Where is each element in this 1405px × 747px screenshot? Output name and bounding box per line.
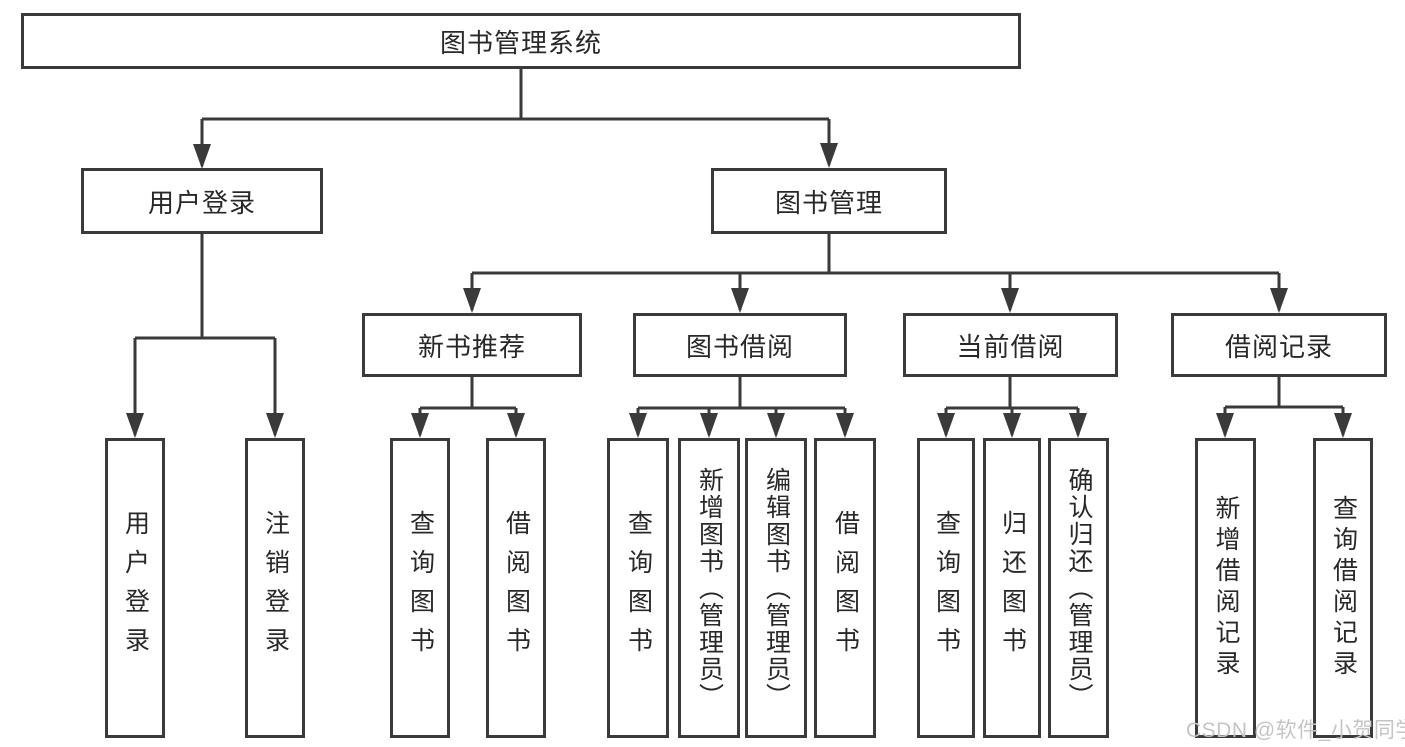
leaf-bb-query-books-label: 查询图书	[624, 510, 653, 666]
leaf-nb-borrow-books: 借阅图书	[486, 438, 546, 738]
node-book-borrowing: 图书借阅	[633, 313, 847, 377]
leaf-nb-borrow-books-label: 借阅图书	[502, 510, 531, 666]
arrowheads	[126, 143, 1352, 438]
leaf-logout-label: 注销登录	[261, 510, 290, 666]
leaf-user-login: 用户登录	[105, 438, 165, 738]
connector-book-management	[470, 234, 1281, 310]
leaf-nb-query-books-label: 查询图书	[406, 510, 435, 666]
leaf-br-add-record: 新增借阅记录	[1195, 438, 1256, 738]
connector-root	[200, 69, 831, 166]
leaf-cb-query-books: 查询图书	[917, 438, 975, 738]
leaf-bb-query-books: 查询图书	[607, 438, 669, 738]
node-new-book-recommend: 新书推荐	[362, 313, 582, 377]
leaf-cb-query-books-label: 查询图书	[932, 510, 961, 666]
leaf-br-query-record-label: 查询借阅记录	[1329, 495, 1358, 681]
node-user-login: 用户登录	[81, 168, 323, 234]
leaf-bb-edit-books-admin-label: 编辑图书（管理员）	[762, 466, 791, 710]
leaf-user-login-label: 用户登录	[121, 510, 150, 666]
connector-borrowing-records	[1223, 377, 1345, 435]
leaf-bb-add-books-admin-label: 新增图书（管理员）	[695, 466, 724, 710]
node-current-borrowing: 当前借阅	[903, 313, 1118, 377]
leaf-bb-borrow-books-label: 借阅图书	[831, 510, 860, 666]
node-book-management: 图书管理	[711, 168, 947, 234]
leaf-bb-borrow-books: 借阅图书	[814, 438, 876, 738]
leaf-br-add-record-label: 新增借阅记录	[1212, 495, 1240, 681]
leaf-nb-query-books: 查询图书	[390, 438, 450, 738]
leaf-cb-return-books-label: 归还图书	[998, 510, 1027, 666]
connector-user-login	[133, 234, 277, 435]
leaf-cb-confirm-return-admin-label: 确认归还（管理员）	[1065, 466, 1093, 710]
node-borrowing-records: 借阅记录	[1171, 313, 1387, 377]
leaf-bb-add-books-admin: 新增图书（管理员）	[678, 438, 740, 738]
connector-new-book-recommend	[418, 377, 518, 435]
watermark: CSDN @软件_小贺同学	[1186, 719, 1405, 742]
leaf-cb-return-books: 归还图书	[983, 438, 1041, 738]
leaf-bb-edit-books-admin: 编辑图书（管理员）	[745, 438, 807, 738]
leaf-cb-confirm-return-admin: 确认归还（管理员）	[1048, 438, 1109, 738]
leaf-logout: 注销登录	[245, 438, 305, 738]
node-library-management-system: 图书管理系统	[21, 13, 1021, 69]
connector-book-borrowing	[636, 377, 847, 435]
leaf-br-query-record: 查询借阅记录	[1313, 438, 1373, 738]
